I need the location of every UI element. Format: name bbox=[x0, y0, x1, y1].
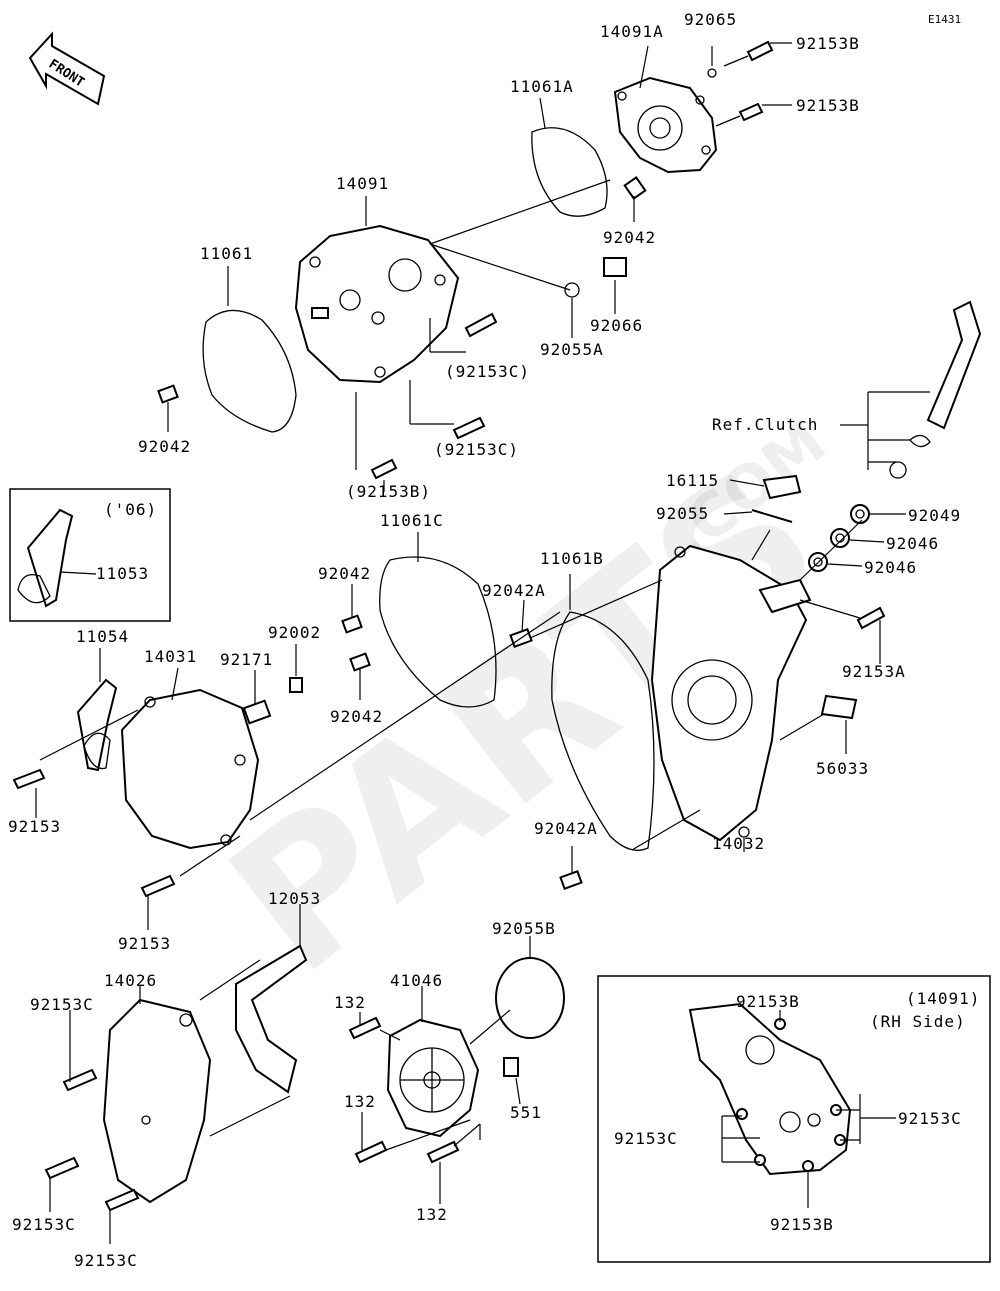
label-14032: 14032 bbox=[712, 834, 765, 853]
label-11061A: 11061A bbox=[510, 77, 574, 96]
dowel-92042-left bbox=[157, 384, 179, 404]
cover-14026 bbox=[102, 998, 212, 1204]
label-92046-2: 92046 bbox=[864, 558, 917, 577]
label-92055B: 92055B bbox=[492, 919, 556, 938]
bracket-12053 bbox=[235, 944, 308, 1094]
label-92042A-1: 92042A bbox=[482, 581, 546, 600]
bolt-92153-left bbox=[12, 768, 46, 790]
label-14031: 14031 bbox=[144, 647, 197, 666]
seal-92046-1 bbox=[830, 528, 850, 548]
label-92066: 92066 bbox=[590, 316, 643, 335]
gasket-11061B bbox=[551, 611, 655, 851]
label-14026: 14026 bbox=[104, 971, 157, 990]
bolts-92153C-upper bbox=[370, 312, 498, 480]
diagram-code: E1431 bbox=[928, 13, 961, 26]
water-pump-41046 bbox=[386, 1018, 480, 1138]
bolt-92153B-top1 bbox=[723, 40, 774, 67]
label-14091: 14091 bbox=[336, 174, 389, 193]
inset-rh-subtitle: (RH Side) bbox=[870, 1012, 966, 1031]
label-92153B-1: 92153B bbox=[796, 34, 860, 53]
label-92153-2: 92153 bbox=[118, 934, 171, 953]
label-92055A: 92055A bbox=[540, 340, 604, 359]
label-92042A-2: 92042A bbox=[534, 819, 598, 838]
label-92171: 92171 bbox=[220, 650, 273, 669]
label-92042-4: 92042 bbox=[330, 707, 383, 726]
bolts-132 bbox=[348, 1016, 460, 1164]
front-arrow-icon: FRONT bbox=[28, 31, 106, 106]
label-41046: 41046 bbox=[390, 971, 443, 990]
cover-14091A bbox=[613, 76, 718, 174]
label-551: 551 bbox=[510, 1103, 542, 1122]
label-92002: 92002 bbox=[268, 623, 321, 642]
dowel-92042A-2 bbox=[559, 870, 583, 890]
o-ring-92065 bbox=[707, 68, 717, 78]
label-92153A: 92153A bbox=[842, 662, 906, 681]
label-11053: 11053 bbox=[96, 564, 149, 583]
label-92153B-inset-1: 92153B bbox=[736, 992, 800, 1011]
label-92049: 92049 bbox=[908, 506, 961, 525]
seal-92049 bbox=[850, 504, 870, 524]
label-92153B-inset-2: 92153B bbox=[770, 1215, 834, 1234]
bolt-92153B-top2 bbox=[715, 102, 764, 127]
bolt-92002 bbox=[289, 677, 303, 693]
plug-92066 bbox=[603, 257, 627, 277]
label-132-1: 132 bbox=[334, 993, 366, 1012]
dowel-551 bbox=[503, 1057, 519, 1077]
inset-rh-title: (14091) bbox=[906, 989, 980, 1008]
label-92153B-2: 92153B bbox=[796, 96, 860, 115]
bolt-92153-lower bbox=[140, 874, 176, 898]
dowel-92042-mid1 bbox=[341, 614, 363, 634]
label-16115: 16115 bbox=[666, 471, 719, 490]
sensor-92171 bbox=[242, 699, 272, 725]
label-92153C-2: 92153C bbox=[12, 1215, 76, 1234]
gasket-11061A bbox=[531, 127, 608, 217]
gasket-11061 bbox=[202, 309, 297, 433]
label-132-3: 132 bbox=[416, 1205, 448, 1224]
label-92046-1: 92046 bbox=[886, 534, 939, 553]
cover-14091 bbox=[294, 224, 460, 384]
cover-14031 bbox=[120, 688, 260, 850]
dowel-92042-mid2 bbox=[349, 652, 371, 672]
label-92153-1: 92153 bbox=[8, 817, 61, 836]
label-92055: 92055 bbox=[656, 504, 709, 523]
dowel-92042-top bbox=[623, 176, 647, 200]
part-labels: 14091A 92065 92153B 92153B 11061A 14091 … bbox=[8, 10, 980, 1270]
o-ring-92055A bbox=[564, 282, 580, 298]
label-92153C-3: 92153C bbox=[74, 1251, 138, 1270]
label-12053: 12053 bbox=[268, 889, 321, 908]
leader-lines bbox=[35, 42, 930, 1244]
label-92153C-inset-1: 92153C bbox=[898, 1109, 962, 1128]
label-92153B-paren: (92153B) bbox=[346, 482, 431, 501]
gasket-11061C bbox=[379, 556, 497, 708]
clutch-lever bbox=[889, 300, 982, 479]
label-92042-3: 92042 bbox=[318, 564, 371, 583]
label-92153C-paren-1: (92153C) bbox=[445, 362, 530, 381]
label-92153C-inset-2: 92153C bbox=[614, 1129, 678, 1148]
label-92153C-1: 92153C bbox=[30, 995, 94, 1014]
bolt-92153A bbox=[856, 606, 886, 630]
label-92042-2: 92042 bbox=[138, 437, 191, 456]
o-ring-92055B bbox=[495, 957, 565, 1039]
label-11061C: 11061C bbox=[380, 511, 444, 530]
label-92153C-paren-2: (92153C) bbox=[434, 440, 519, 459]
ref-clutch-label: Ref.Clutch bbox=[712, 415, 818, 434]
bolts-92153C-lower bbox=[44, 1068, 140, 1212]
inset-06 bbox=[9, 488, 171, 622]
label-11061B: 11061B bbox=[540, 549, 604, 568]
label-11061: 11061 bbox=[200, 244, 253, 263]
plug-16115 bbox=[762, 474, 802, 500]
label-plate-56033 bbox=[820, 694, 858, 720]
inset-06-title: ('06) bbox=[104, 500, 157, 519]
label-14091A: 14091A bbox=[600, 22, 664, 41]
cover-14032 bbox=[650, 544, 812, 842]
seal-92055 bbox=[751, 509, 793, 523]
bracket-11054 bbox=[76, 678, 118, 772]
label-132-2: 132 bbox=[344, 1092, 376, 1111]
label-11054: 11054 bbox=[76, 627, 129, 646]
label-56033: 56033 bbox=[816, 759, 869, 778]
label-92065: 92065 bbox=[684, 10, 737, 29]
label-92042-1: 92042 bbox=[603, 228, 656, 247]
